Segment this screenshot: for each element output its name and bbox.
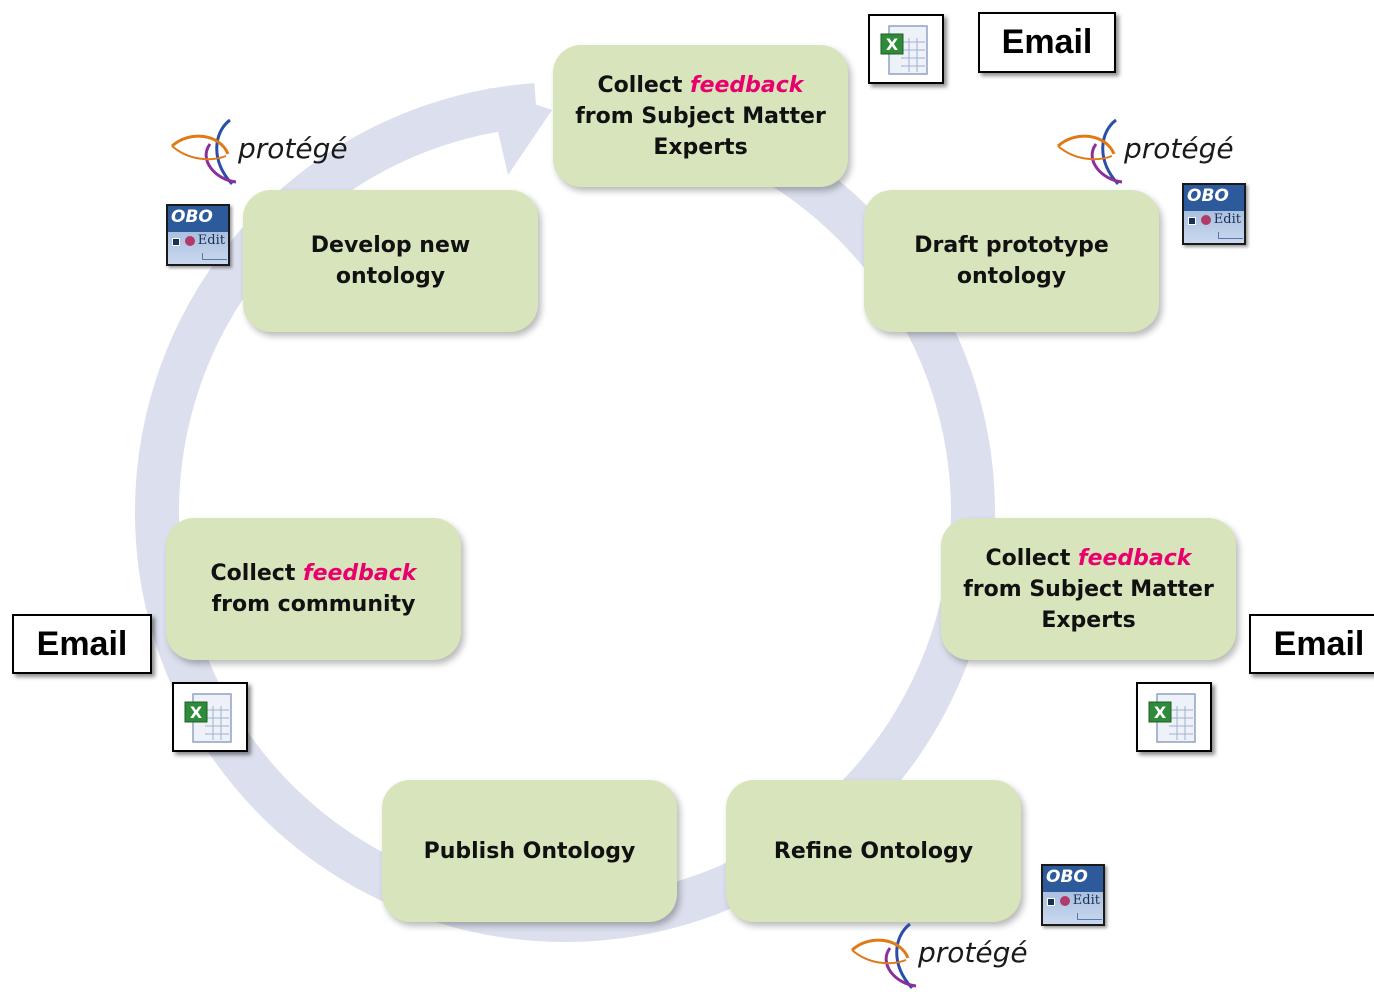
protege-logo: protégé	[170, 116, 360, 188]
step-text: ontology	[956, 264, 1067, 289]
obo-tree-line-icon	[1077, 913, 1102, 920]
step-text: Experts	[653, 134, 748, 160]
protege-wordmark: protégé	[238, 132, 348, 165]
protege-logo: protégé	[850, 920, 1040, 992]
email-text: Email	[1001, 23, 1093, 61]
obo-dot-icon	[1201, 215, 1211, 225]
obo-node-icon	[172, 238, 180, 246]
protege-logo: protégé	[1056, 116, 1256, 188]
cycle-arrowhead	[488, 88, 552, 175]
obo-edit-text: Edit	[1072, 893, 1100, 908]
step-collect-feedback-sme-top: Collect feedback from Subject Matter Exp…	[553, 45, 848, 187]
obo-tree-line-icon	[1218, 232, 1243, 239]
protege-swirl-icon	[851, 922, 917, 990]
step-text: from Subject Matter	[575, 103, 826, 129]
protege-wordmark: protégé	[918, 936, 1028, 969]
step-publish-ontology: Publish Ontology	[382, 780, 677, 922]
obo-node-icon	[1188, 217, 1196, 225]
step-text: Experts	[1041, 607, 1136, 633]
obo-edit-icon: OBO Edit	[1041, 864, 1105, 926]
svg-text:X: X	[190, 703, 203, 722]
step-text: Publish Ontology	[423, 838, 636, 864]
step-text: from community	[211, 592, 416, 617]
svg-text:X: X	[886, 35, 899, 54]
step-text: Collect	[985, 545, 1079, 571]
step-collect-feedback-sme-right: Collect feedback from Subject Matter Exp…	[941, 518, 1236, 660]
obo-title: OBO	[1187, 186, 1229, 206]
step-text: Draft prototype	[914, 233, 1109, 258]
step-text: Collect	[597, 72, 691, 98]
svg-text:X: X	[1154, 703, 1167, 722]
step-text: Develop new	[310, 233, 471, 258]
step-text: Collect	[210, 561, 304, 586]
email-label: Email	[1249, 614, 1374, 674]
excel-spreadsheet-icon: X	[172, 682, 248, 752]
email-text: Email	[36, 624, 128, 663]
excel-spreadsheet-icon: X	[868, 14, 944, 84]
obo-dot-icon	[185, 236, 195, 246]
obo-title: OBO	[171, 207, 213, 227]
step-draft-prototype: Draft prototype ontology	[864, 190, 1159, 332]
protege-wordmark: protégé	[1124, 132, 1234, 165]
email-label: Email	[12, 614, 152, 674]
excel-spreadsheet-icon: X	[1136, 682, 1212, 752]
step-develop-new-ontology: Develop new ontology	[243, 190, 538, 332]
step-text: Refine Ontology	[773, 838, 974, 864]
obo-node-icon	[1047, 898, 1055, 906]
step-text: from Subject Matter	[963, 576, 1214, 602]
obo-edit-icon: OBO Edit	[166, 204, 230, 266]
obo-title: OBO	[1046, 867, 1088, 887]
protege-swirl-icon	[1057, 118, 1123, 186]
obo-tree-line-icon	[202, 253, 227, 260]
step-collect-feedback-community: Collect feedback from community	[166, 518, 461, 660]
obo-edit-text: Edit	[1213, 212, 1241, 227]
feedback-word: feedback	[303, 561, 417, 586]
step-text: ontology	[335, 264, 446, 289]
feedback-word: feedback	[690, 72, 804, 98]
email-text: Email	[1273, 624, 1365, 663]
obo-edit-icon: OBO Edit	[1182, 183, 1246, 245]
obo-dot-icon	[1060, 896, 1070, 906]
email-label: Email	[978, 12, 1116, 73]
feedback-word: feedback	[1078, 545, 1192, 571]
protege-swirl-icon	[171, 118, 237, 186]
step-refine-ontology: Refine Ontology	[726, 780, 1021, 922]
obo-edit-text: Edit	[197, 233, 225, 248]
